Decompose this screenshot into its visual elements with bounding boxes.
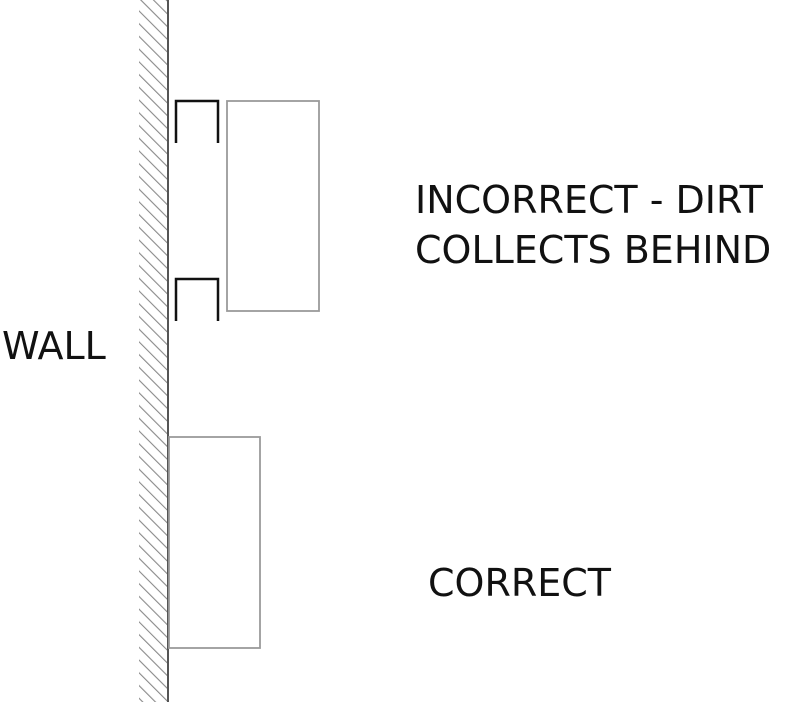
incorrect-mounting: [174, 99, 320, 321]
incorrect-label-line2: COLLECTS BEHIND: [415, 228, 771, 272]
wall: [139, 0, 169, 702]
incorrect-label-line1: INCORRECT - DIRT: [415, 178, 764, 222]
upper-bracket: [174, 99, 220, 143]
lower-bracket: [174, 277, 220, 321]
wall-label: WALL: [2, 324, 106, 368]
offset-object: [226, 100, 320, 312]
flush-object: [168, 436, 261, 649]
correct-mounting: [168, 436, 261, 649]
correct-label: CORRECT: [428, 561, 612, 605]
wall-hatch: [139, 0, 168, 702]
